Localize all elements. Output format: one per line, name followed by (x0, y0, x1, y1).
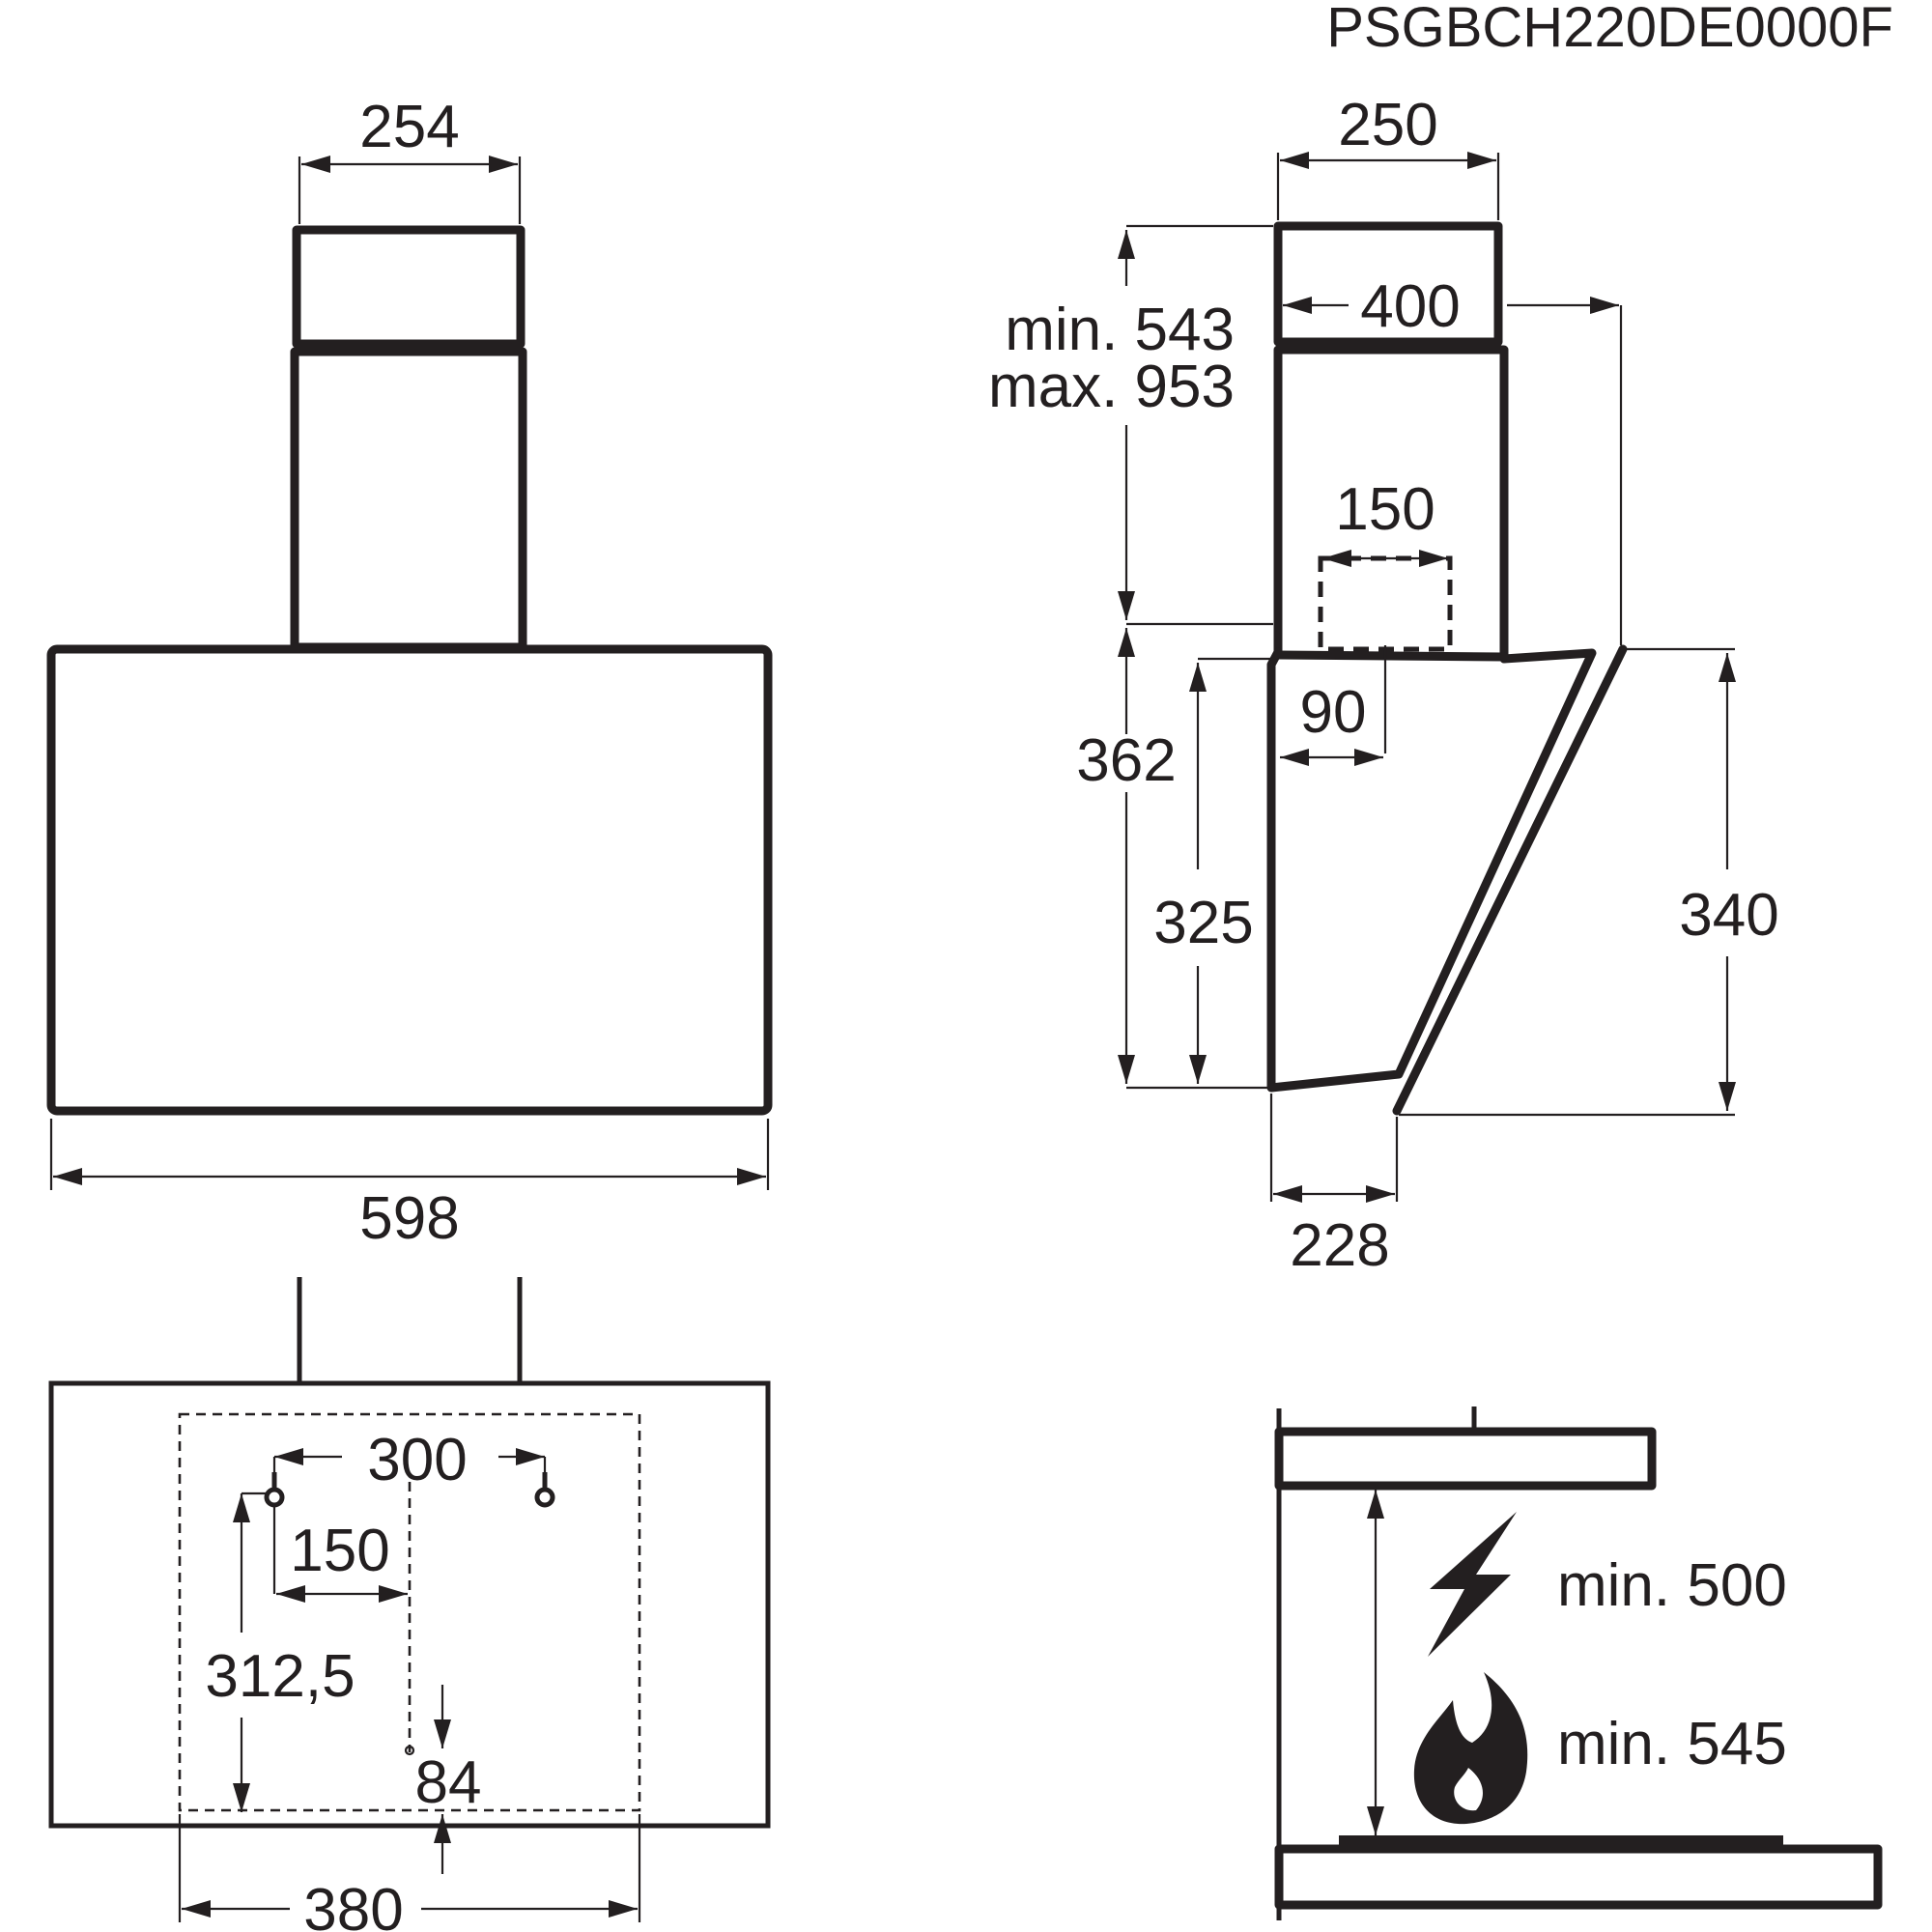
outlet-diameter-label: 150 (1335, 476, 1435, 543)
outlet-offset-label: 90 (1300, 679, 1367, 746)
hood-height-label: 362 (1076, 727, 1176, 794)
flame-icon (1413, 1672, 1528, 1825)
bracket-width-label: 380 (303, 1877, 403, 1932)
chimney-height-max-label: max. 953 (988, 354, 1235, 420)
chimney-width-label: 254 (359, 94, 459, 160)
side-hood-body (1266, 647, 1597, 1093)
electric-clearance-label: min. 500 (1557, 1552, 1787, 1619)
clearance-view: min. 500 min. 545 (1274, 1406, 1883, 1920)
back-height-label: 325 (1153, 890, 1253, 956)
mounting-wall-outline (48, 1380, 771, 1829)
gas-clearance-label: min. 545 (1557, 1711, 1787, 1777)
hob-outline (1274, 1844, 1883, 1910)
outlet-dashed (1318, 555, 1453, 652)
lightning-bolt-icon (1428, 1512, 1517, 1657)
hood-body (46, 644, 773, 1116)
hob-surface (1339, 1835, 1783, 1849)
hole-spacing-label: 300 (367, 1427, 467, 1493)
chimney-upper (292, 225, 526, 349)
front-view: 254 598 (46, 94, 773, 1252)
vertical-spacing-label: 312,5 (205, 1643, 355, 1710)
front-glass-panel (1392, 644, 1628, 1116)
side-chimney-lower (1273, 345, 1509, 664)
mounting-view: 300 150 312,5 84 380 (48, 1277, 771, 1932)
bottom-depth-label: 228 (1290, 1212, 1389, 1279)
side-chimney-upper (1273, 221, 1503, 347)
model-code: PSGBCH220DE0000F (1326, 0, 1893, 59)
bottom-offset-label: 84 (415, 1749, 482, 1816)
hood-outline (1274, 1427, 1657, 1491)
chimney-lower (290, 347, 527, 652)
chimney-depth-label: 250 (1338, 92, 1437, 158)
hood-width-label: 598 (359, 1185, 459, 1252)
total-depth-label: 400 (1360, 273, 1460, 340)
side-view: 250 400 min. 543 max. 953 150 90 362 325 (988, 92, 1779, 1279)
bottom-screw-point (404, 1745, 415, 1756)
half-spacing-label: 150 (290, 1518, 389, 1584)
bracket-area-dashed (178, 1412, 641, 1812)
front-height-label: 340 (1679, 882, 1778, 949)
chimney-height-min-label: min. 543 (1005, 297, 1235, 363)
